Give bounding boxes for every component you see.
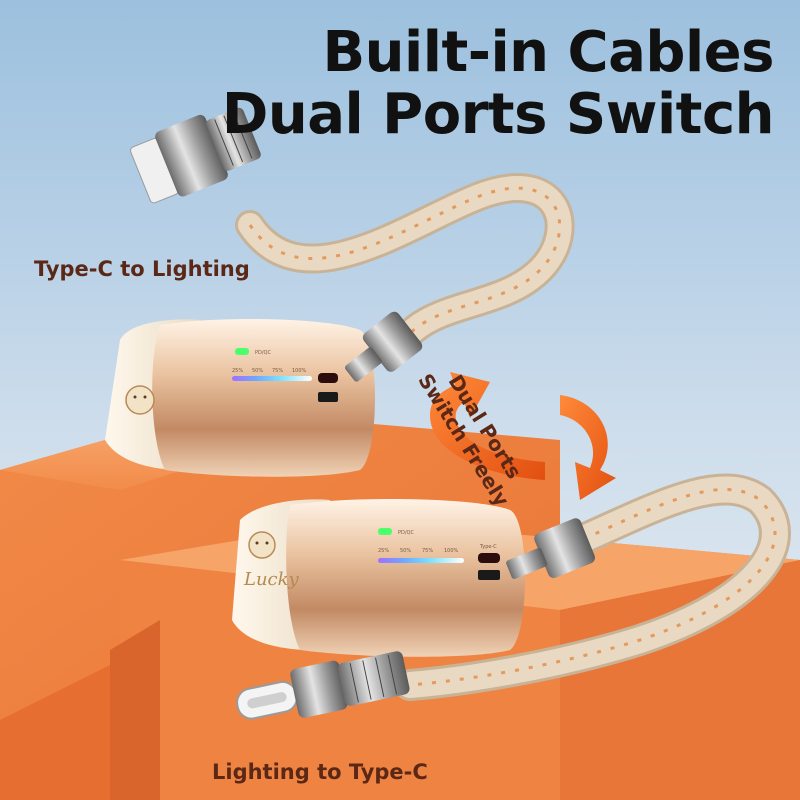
- top-battery-mark-2: 50%: [252, 368, 263, 374]
- top-usb-plug: [345, 311, 423, 382]
- headline-line-2: Dual Ports Switch: [221, 82, 775, 147]
- bottom-cable: [394, 473, 791, 701]
- cat-face-icon: [248, 531, 276, 559]
- bottom-pd-label: PD/QC: [398, 530, 414, 536]
- bottom-battery-mark-2: 50%: [400, 548, 411, 554]
- top-lightning-connector: [129, 107, 261, 204]
- headline: Built-in Cables Dual Ports Switch: [221, 20, 775, 147]
- bottom-battery-mark-4: 100%: [444, 548, 459, 554]
- top-battery-mark-1: 25%: [232, 368, 243, 374]
- bottom-usb-plug: [506, 518, 595, 579]
- bottom-type-c-connector: [236, 651, 410, 720]
- lucky-brand-text: Lucky: [243, 569, 300, 590]
- headline-line-1: Built-in Cables: [322, 20, 775, 85]
- bear-face-icon: [125, 385, 155, 415]
- top-pd-label: PD/QC: [255, 350, 271, 356]
- top-cable: [235, 173, 575, 360]
- bottom-power-bank: PD/QC 25% 50% 75% 100% Type-C Lucky: [232, 498, 525, 657]
- bottom-port-label: Type-C: [479, 544, 497, 550]
- top-power-bank: PD/QC 25% 50% 75% 100%: [105, 318, 375, 477]
- bottom-cable-label: Lighting to Type-C: [212, 760, 428, 784]
- top-battery-mark-3: 75%: [272, 368, 283, 374]
- top-battery-mark-4: 100%: [292, 368, 307, 374]
- swap-arrows-icon: [430, 372, 616, 500]
- bottom-battery-mark-1: 25%: [378, 548, 389, 554]
- top-cable-label: Type-C to Lighting: [34, 257, 250, 281]
- bottom-battery-mark-3: 75%: [422, 548, 433, 554]
